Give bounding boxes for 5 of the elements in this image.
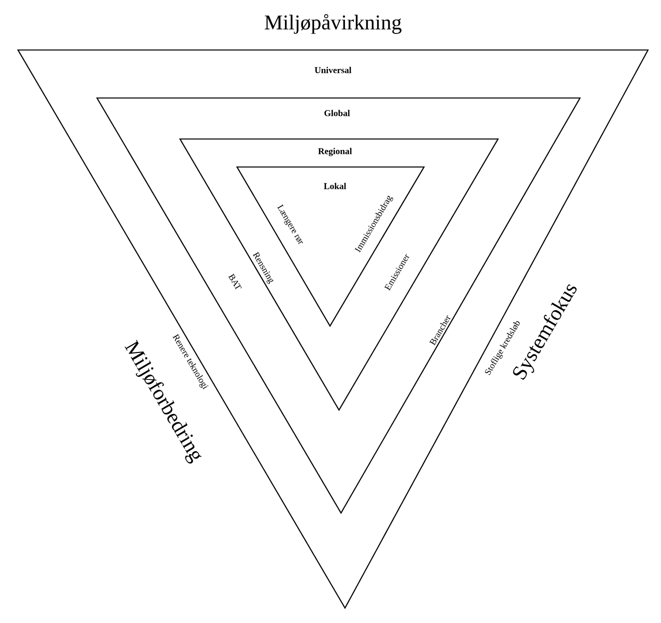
level-label: Lokal (324, 182, 346, 190)
title: Miljøpåvirkning (264, 14, 402, 34)
level-label: Global (324, 110, 350, 116)
level-label: Regional (318, 148, 352, 156)
level-label: Universal (314, 66, 352, 74)
